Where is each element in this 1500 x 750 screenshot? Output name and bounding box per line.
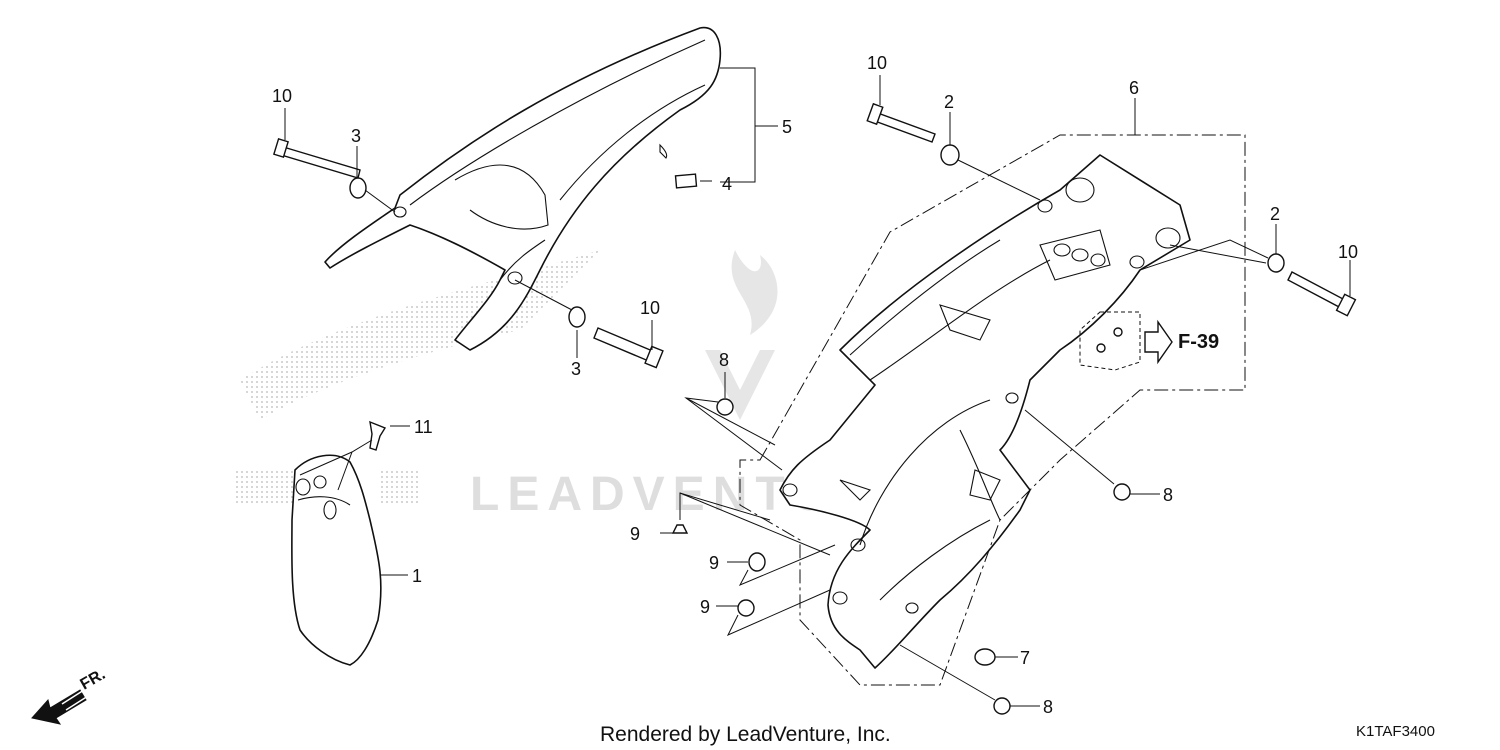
direction-label: FR. (78, 666, 109, 694)
bolt-10d (1287, 271, 1357, 317)
mud-guard-part (291, 454, 382, 666)
callout-10a[interactable]: 10 (272, 86, 292, 106)
callout-9c[interactable]: 9 (700, 597, 710, 617)
callout-8a[interactable]: 8 (719, 350, 729, 370)
leader-lines (284, 67, 1351, 707)
label-part-4 (674, 173, 698, 189)
bolt-10b (593, 327, 664, 369)
callout-10c[interactable]: 10 (867, 53, 887, 73)
clip-9c (737, 599, 755, 617)
bolt-8b (1113, 483, 1131, 501)
callout-10b[interactable]: 10 (640, 298, 660, 318)
callout-7[interactable]: 7 (1020, 648, 1030, 668)
credit-text: Rendered by LeadVenture, Inc. (600, 723, 891, 746)
collar-2a (940, 144, 960, 166)
clip-9b (748, 552, 766, 572)
screw-11 (369, 420, 387, 451)
bolt-10c (866, 102, 936, 143)
diagram-code: K1TAF3400 (1356, 723, 1435, 740)
callout-11[interactable]: 11 (414, 417, 433, 437)
callout-8c[interactable]: 8 (1043, 697, 1053, 717)
front-direction-arrow: FR. (31, 666, 109, 725)
assembly-boundary (739, 134, 1246, 686)
callout-4[interactable]: 4 (722, 174, 732, 194)
seat-cowl-part (324, 26, 722, 351)
collar-2b (1267, 253, 1285, 273)
callout-9b[interactable]: 9 (709, 553, 719, 573)
f39-bolt-group (1079, 311, 1141, 371)
callout-3b[interactable]: 3 (571, 359, 581, 379)
bolt-8a (716, 398, 734, 416)
callout-6[interactable]: 6 (1129, 78, 1139, 98)
callout-2b[interactable]: 2 (1270, 204, 1280, 224)
bolt-10a (273, 138, 361, 179)
bolt-8c (993, 697, 1011, 715)
reference-arrow-icon (1144, 319, 1173, 365)
callout-2a[interactable]: 2 (944, 92, 954, 112)
collar-3b (568, 306, 586, 328)
callout-8b[interactable]: 8 (1163, 485, 1173, 505)
collar-3a (349, 177, 367, 199)
callout-9a[interactable]: 9 (630, 524, 640, 544)
callout-10d[interactable]: 10 (1338, 242, 1358, 262)
callout-3a[interactable]: 3 (351, 126, 361, 146)
callout-5[interactable]: 5 (782, 117, 792, 137)
arrow-icon (31, 689, 87, 725)
clip-9a (671, 524, 689, 534)
callout-1[interactable]: 1 (412, 566, 422, 586)
nut-7 (974, 648, 996, 666)
reference-f39[interactable]: F-39 (1178, 331, 1219, 353)
callout-numbers: 1 2 2 3 3 4 5 6 7 8 8 8 9 9 9 10 10 10 1… (272, 53, 1358, 717)
rear-fender-part (779, 154, 1191, 669)
